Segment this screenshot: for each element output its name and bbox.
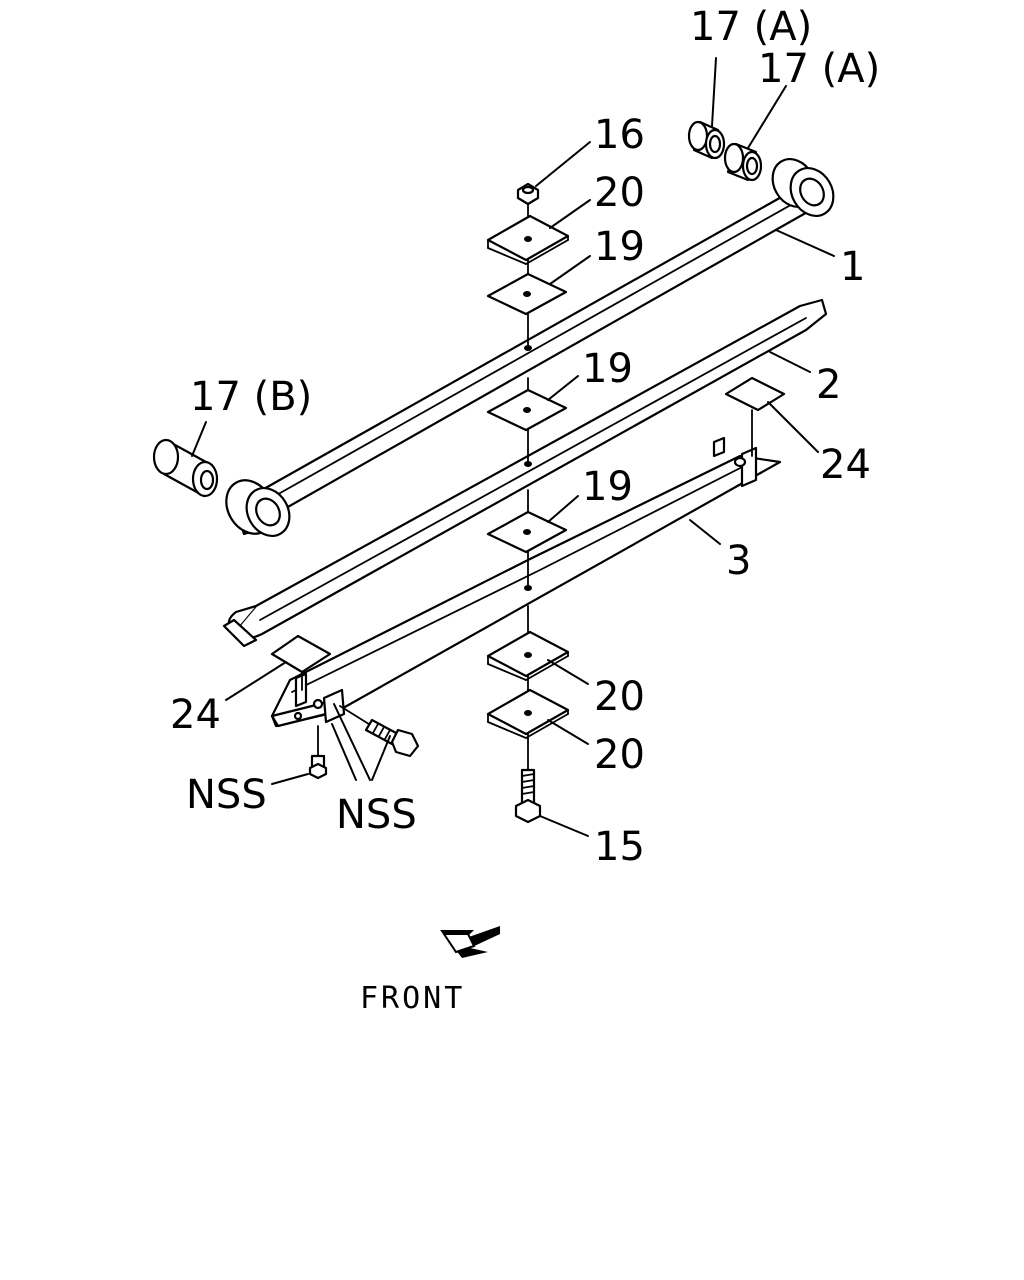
- leader-lines: [191, 57, 835, 837]
- rear-eye: [225, 479, 291, 537]
- leaf-spring-1: [225, 158, 835, 537]
- front-arrow-icon: [440, 926, 500, 958]
- bushing-17b: [152, 438, 219, 498]
- bushing-17a-left: [687, 120, 726, 160]
- front-clip: [712, 436, 726, 458]
- rear-clip: [294, 672, 308, 708]
- washer-19-top: [486, 272, 568, 316]
- callouts: 17 (A) 17 (A) 16 20 19 1 19 2 17 (B) 24 …: [170, 4, 880, 870]
- washer-20-low1: [486, 630, 570, 681]
- callout-20-top: 20: [594, 170, 645, 216]
- callout-19-low: 19: [582, 464, 633, 510]
- callout-2: 2: [816, 362, 841, 408]
- washer-19-mid: [486, 388, 568, 432]
- callout-20-low1: 20: [594, 674, 645, 720]
- callout-24-left: 24: [170, 692, 221, 738]
- callout-1: 1: [840, 244, 865, 290]
- washer-20-low2: [486, 688, 570, 739]
- callout-16: 16: [594, 112, 645, 158]
- washer-20-top: [486, 214, 570, 265]
- callout-17a-right: 17 (A): [758, 46, 880, 92]
- nss-bolt-small: [308, 725, 328, 780]
- callout-3: 3: [726, 538, 751, 584]
- callout-24-right: 24: [820, 442, 871, 488]
- callout-nss-mid: NSS: [336, 792, 417, 838]
- callout-19-top: 19: [594, 224, 645, 270]
- pad-24-right: [724, 376, 786, 457]
- bolt-15: [514, 768, 542, 824]
- callout-17a-left: 17 (A): [690, 4, 812, 50]
- callout-17b: 17 (B): [190, 374, 312, 420]
- front-bracket: [740, 446, 758, 488]
- washer-19-low: [486, 510, 568, 554]
- callout-15: 15: [594, 824, 645, 870]
- leaf-spring-2: [222, 298, 828, 648]
- front-eye: [771, 158, 835, 217]
- callout-20-low2: 20: [594, 732, 645, 778]
- nss-bolt-large: [339, 705, 420, 758]
- bushing-17a-right: [723, 142, 763, 182]
- pad-24-left: [270, 634, 332, 691]
- nut-16: [516, 182, 540, 206]
- front-label: FRONT: [360, 981, 465, 1016]
- callout-nss-left: NSS: [186, 772, 267, 818]
- callout-19-mid: 19: [582, 346, 633, 392]
